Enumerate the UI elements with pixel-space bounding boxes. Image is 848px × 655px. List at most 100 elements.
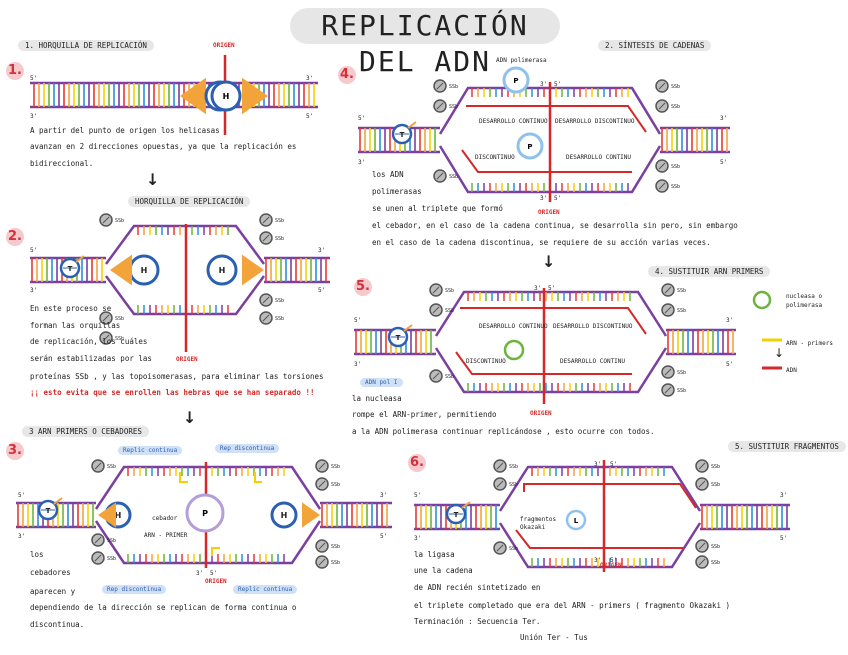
new-strand — [461, 149, 632, 173]
new-strand — [455, 351, 632, 375]
discont-label: DESARROLLO DISCONTINUO — [553, 323, 633, 330]
ssb-label: SSb — [115, 316, 124, 322]
polimerasa-icon — [502, 66, 530, 94]
ssb-hatch — [496, 544, 504, 552]
three-prime-label: 3' — [306, 75, 313, 82]
ssb-label: SSb — [331, 482, 340, 488]
three-prime-label: 3' — [196, 570, 203, 577]
section3-text-3: aparecen y — [30, 587, 76, 596]
adn-polimerasa-label: ADN polimerasa — [496, 57, 547, 64]
section2-text-4: serán estabilizadas por las — [30, 354, 152, 363]
ssb-label: SSb — [509, 464, 518, 470]
ssb-label: SSb — [671, 184, 680, 190]
ssb-label: SSb — [671, 84, 680, 90]
cont-label: DESARROLLO CONTINUO — [479, 118, 548, 125]
discont-short-label: DISCONTINUO — [475, 154, 515, 161]
section3-text-1: los — [30, 550, 44, 559]
section4-text-1: se unen al triplete que formó — [372, 204, 503, 213]
ssb-hatch — [262, 216, 270, 224]
section3-text-4: dependiendo de la dirección se replican … — [30, 603, 297, 612]
ssb-hatch — [102, 216, 110, 224]
section4-text-l2: polimerasas — [372, 187, 422, 196]
three-prime-label: 3' — [594, 461, 601, 468]
section6-text-l2: une la cadena — [414, 566, 473, 575]
topo-letter: T — [68, 265, 73, 273]
ssb-hatch — [436, 102, 444, 110]
cont-short-label: DESARROLLO CONTINU — [560, 358, 626, 365]
down-arrow-icon: ↓ — [183, 408, 197, 427]
ssb-hatch — [698, 558, 706, 566]
ssb-hatch — [262, 314, 270, 322]
three-prime-label: 3' — [534, 285, 541, 292]
new-strand — [515, 529, 684, 549]
bubble-bottom-strand — [498, 522, 702, 569]
legend-polimerasa-icon — [752, 290, 772, 310]
five-prime-label: 5' — [554, 81, 561, 88]
ssb-label: SSb — [445, 288, 454, 294]
helicase-wedge — [302, 502, 320, 528]
section2-text-3: de replicación, los cuáles — [30, 337, 148, 346]
section5-number: 5. — [354, 278, 372, 296]
arn-primer — [179, 472, 188, 483]
ssb-hatch — [432, 306, 440, 314]
legend-primer-label: ARN - primers — [786, 340, 833, 347]
legend-adn-label: ADN — [786, 367, 797, 374]
helicase-wedge — [180, 77, 206, 115]
ssb-label: SSb — [107, 556, 116, 562]
topo-letter: T — [454, 511, 459, 519]
ssb-hatch — [658, 82, 666, 90]
section4-header: 2. SÍNTESIS DE CADENAS — [598, 40, 712, 51]
ssb-label: SSb — [711, 464, 720, 470]
helicase-icon — [210, 80, 242, 112]
three-prime-label: 3' — [30, 287, 37, 294]
discont-short-label: DISCONTINUO — [466, 358, 506, 365]
ssb-label: SSb — [115, 336, 124, 342]
origin-label: ORIGEN — [213, 42, 235, 49]
new-strand — [523, 483, 697, 509]
polimerasa-letter: P — [527, 143, 532, 151]
section5-text-2: rompe el ARN-primer, permitiendo — [352, 410, 497, 419]
section4-number: 4. — [338, 66, 356, 84]
five-prime-label: 5' — [726, 361, 733, 368]
helicase-letter: H — [281, 511, 288, 520]
ssb-label: SSb — [107, 538, 116, 544]
three-prime-label: 3' — [780, 492, 787, 499]
tag-adn-pol: ADN pol I — [360, 378, 403, 387]
three-prime-label: 3' — [720, 115, 727, 122]
topo-tail — [53, 497, 63, 505]
new-strand — [460, 307, 647, 335]
helicase-wedge — [98, 502, 116, 528]
section6-text-l3: de ADN recién sintetizado en — [414, 583, 541, 592]
bubble-top-strand — [434, 290, 668, 337]
ssb-hatch — [318, 462, 326, 470]
ssb-label: SSb — [711, 544, 720, 550]
five-prime-label: 5' — [358, 115, 365, 122]
ssb-label: SSb — [677, 288, 686, 294]
ssb-hatch — [94, 536, 102, 544]
five-prime-label: 5' — [380, 533, 387, 540]
topo-letter: T — [46, 507, 51, 515]
ssb-hatch — [664, 368, 672, 376]
ssb-hatch — [698, 462, 706, 470]
ssb-hatch — [664, 306, 672, 314]
ssb-hatch — [658, 162, 666, 170]
arn-primer-label: ARN - PRIMER — [144, 532, 188, 539]
ssb-hatch — [318, 480, 326, 488]
ssb-hatch — [102, 334, 110, 342]
section3-number: 3. — [6, 442, 24, 460]
section1-text-2: avanzan en 2 direcciones opuestas, ya qu… — [30, 142, 297, 151]
section4-text-3: en el caso de la cadena discontinua, se … — [372, 238, 711, 247]
three-prime-label: 3' — [726, 317, 733, 324]
helicase-letter: H — [141, 266, 148, 275]
ssb-hatch — [664, 286, 672, 294]
legend-polimerasa-label: nucleasa o polimerasa — [785, 293, 823, 309]
ligasa-letter: L — [574, 517, 579, 525]
three-prime-label: 3' — [354, 361, 361, 368]
five-prime-label: 5' — [720, 159, 727, 166]
five-prime-label: 5' — [306, 113, 313, 120]
tag-rep-discontinua: Rep discontinua — [102, 585, 167, 594]
ssb-label: SSb — [115, 218, 124, 224]
ssb-hatch — [432, 372, 440, 380]
ssb-label: SSb — [275, 236, 284, 242]
